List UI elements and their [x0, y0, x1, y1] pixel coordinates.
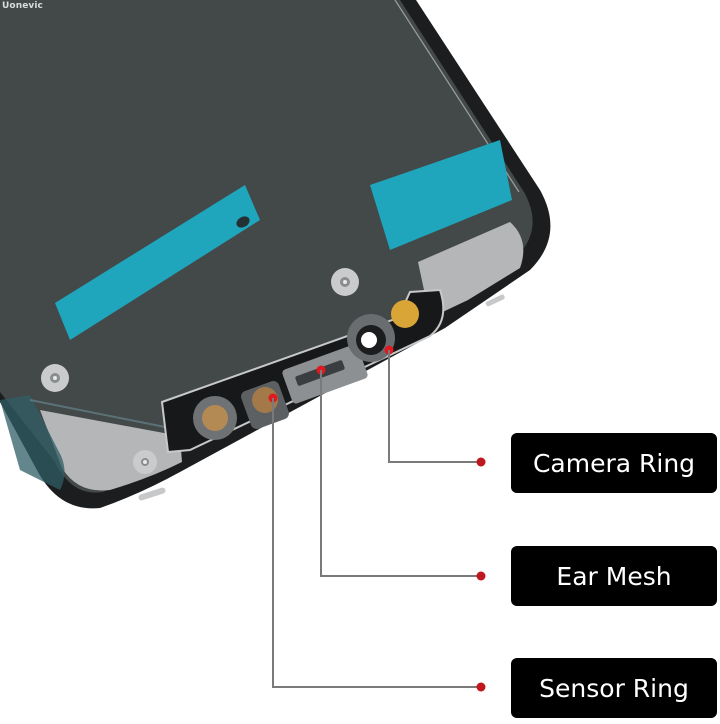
callout-label-camera-ring: Camera Ring: [511, 433, 717, 493]
watermark: Uonevic: [2, 1, 43, 11]
leader-line-ear-mesh: [320, 370, 481, 577]
lcd-back-panel: [0, 0, 533, 493]
speaker-slot: [138, 487, 166, 501]
metal-bracket-right: [418, 222, 524, 318]
camera-ring-part: [347, 314, 395, 362]
callout-label-ear-mesh: Ear Mesh: [511, 546, 717, 606]
proximity-ring-left: [193, 396, 237, 440]
leader-line-sensor-ring: [272, 398, 481, 688]
screw-tab-top: [331, 268, 359, 296]
protective-film-left: [55, 185, 260, 340]
callout-dot-ear-mesh: [476, 571, 486, 581]
screw-tab-bottom: [133, 450, 157, 474]
film-hole: [236, 216, 250, 228]
callout-dot-camera-ring: [476, 457, 486, 467]
callout-label-sensor-ring: Sensor Ring: [511, 658, 717, 718]
callout-dot-sensor-ring: [476, 682, 486, 692]
protective-film-corner: [0, 395, 65, 490]
sensor-ring-part: [241, 381, 289, 429]
protective-film-right: [370, 140, 512, 250]
leader-line-camera-ring: [388, 350, 481, 463]
gold-contact: [391, 300, 419, 328]
side-button-slot: [485, 294, 505, 307]
screw-tab-left: [41, 364, 69, 392]
